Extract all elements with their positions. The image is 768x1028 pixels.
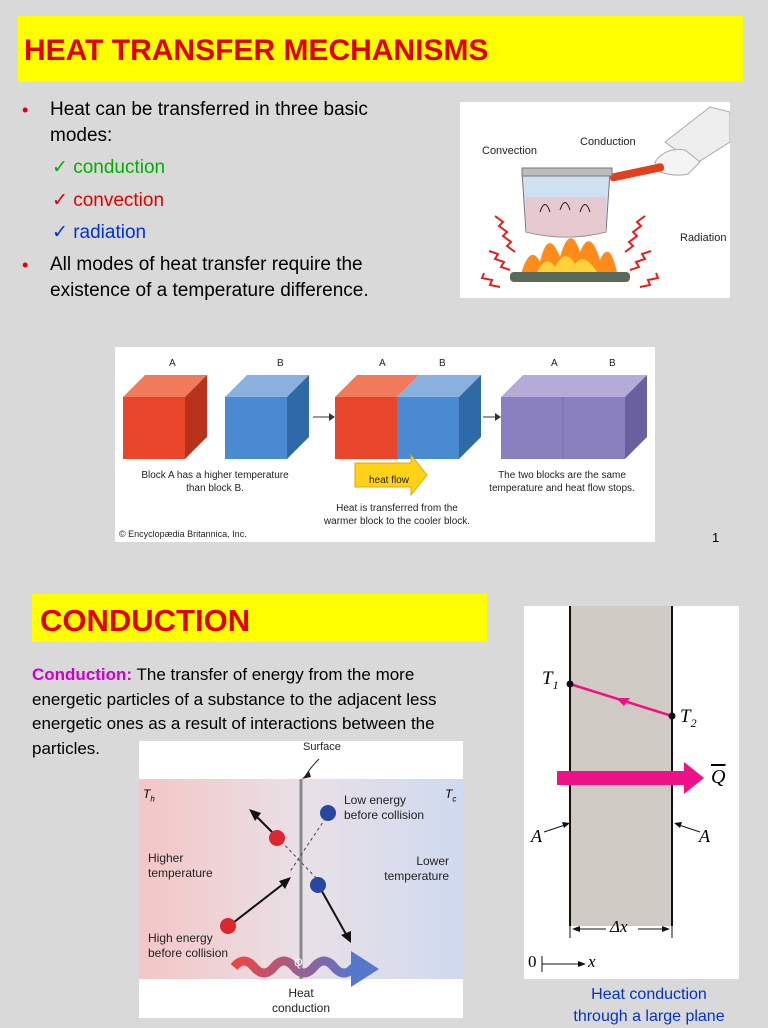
block-label-b: B xyxy=(439,358,446,369)
th-label: Th xyxy=(143,787,155,804)
pot-label-conduction: Conduction xyxy=(580,136,636,148)
check-icon: ✓ xyxy=(52,222,68,243)
x-axis-label: x xyxy=(588,952,596,971)
radiation-arrows-icon xyxy=(480,215,660,288)
mode-item-conduction: ✓ conduction xyxy=(52,157,166,178)
pot-label-radiation: Radiation xyxy=(680,232,727,244)
conduction-definition: Conduction: The transfer of energy from … xyxy=(32,665,437,758)
check-icon: ✓ xyxy=(52,189,68,211)
t2-label: T2 xyxy=(680,706,697,730)
surface-label: Surface xyxy=(303,741,341,753)
wall-drawing xyxy=(541,606,704,972)
area-label-right: A xyxy=(699,826,710,846)
modes-list: ✓ conduction ✓ convection ✓ radiation xyxy=(52,155,165,253)
blocks-heat-flow-diagram: A B A B A B Block A has a higher tempera… xyxy=(115,347,655,542)
wall-caption: Heat conduction through a large plane xyxy=(573,986,725,1025)
qdot-label: Q xyxy=(711,766,726,788)
pot-label-convection: Convection xyxy=(482,145,538,157)
caption-left: Block A has a higher temperature than bl… xyxy=(141,470,289,494)
mode-item-convection: ✓ convection xyxy=(52,189,165,211)
plane-wall-diagram: T1 T2 Q A A Δx 0 x xyxy=(524,606,739,979)
bullet-dot: • xyxy=(22,100,29,120)
blocks-drawing xyxy=(123,375,647,497)
caption-right: The two blocks are the same temperature … xyxy=(489,470,635,494)
page-number: 1 xyxy=(712,530,720,545)
heat-flow-arrow-icon xyxy=(354,453,428,497)
heat-transfer-pot-illustration: Convection Conduction Radiation xyxy=(460,102,731,298)
slide2-title: CONDUCTION xyxy=(32,594,487,642)
tc-label: Tc xyxy=(445,787,457,804)
block-label-a: A xyxy=(169,358,176,369)
q-label: Q xyxy=(294,957,303,969)
block-label-b: B xyxy=(277,358,284,369)
pot-drawing xyxy=(480,106,731,288)
block-label-b: B xyxy=(609,358,616,369)
check-icon: ✓ xyxy=(52,157,68,178)
block-label-a: A xyxy=(551,358,558,369)
area-label-left: A xyxy=(531,826,542,846)
block-label-a: A xyxy=(379,358,386,369)
collision-drawing xyxy=(139,758,463,987)
t1-label: T1 xyxy=(542,668,559,692)
mode-item-radiation: ✓ radiation xyxy=(52,222,147,243)
origin-label: 0 xyxy=(528,952,537,971)
bullet1-text: Heat can be transferred in three basic m… xyxy=(50,99,368,146)
caption-middle: Heat is transferred from the warmer bloc… xyxy=(323,503,471,527)
bullet-dot: • xyxy=(22,255,29,275)
slide1-title: HEAT TRANSFER MECHANISMS xyxy=(18,16,743,82)
delta-x-label: Δx xyxy=(610,917,628,936)
heat-flow-label: heat flow xyxy=(368,475,410,486)
bullet2-text: All modes of heat transfer require the e… xyxy=(50,254,369,301)
copyright-text: © Encyclopædia Britannica, Inc. xyxy=(119,529,247,539)
